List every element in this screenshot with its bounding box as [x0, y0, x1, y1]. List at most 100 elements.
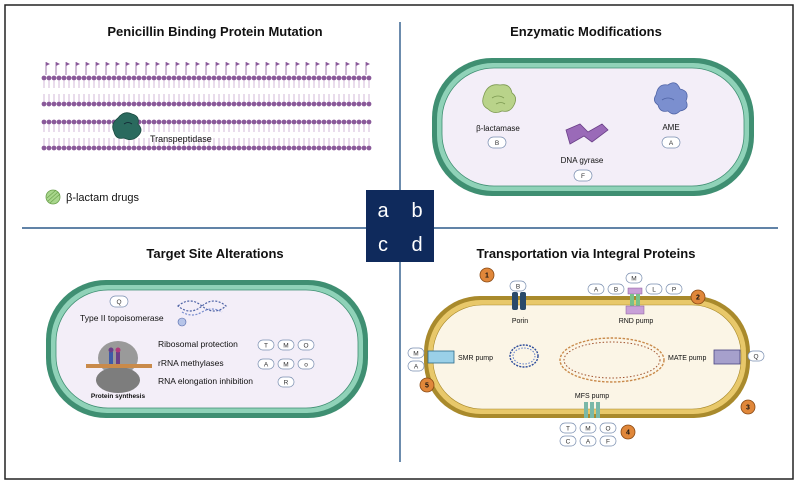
tag-text: O	[605, 426, 610, 433]
tag-text: T	[566, 426, 570, 433]
transpeptidase-icon	[112, 112, 142, 140]
mfs-tag: M	[579, 422, 597, 434]
porin-icon	[512, 292, 526, 310]
tag-text: Q	[753, 354, 758, 361]
tag-text: A	[586, 439, 591, 446]
tag: A	[257, 358, 275, 370]
tag-text: T	[264, 343, 268, 350]
rnd-pump-icon	[625, 287, 645, 315]
ribosome-icon	[86, 341, 152, 393]
mate-pump-icon	[713, 349, 741, 365]
letter-a: a	[377, 200, 389, 222]
tag: M	[277, 358, 295, 370]
letter-b: b	[411, 200, 422, 222]
smr-pump-icon	[427, 350, 455, 364]
porin-tag: B	[509, 280, 527, 292]
marker-text: 2	[696, 295, 700, 302]
topoisomerase-tag: Q	[109, 295, 129, 308]
marker-text: 1	[485, 273, 489, 280]
phospholipid-bilayer	[41, 62, 372, 151]
letter-d: d	[411, 234, 422, 256]
ribosomal-protection-label: Ribosomal protection	[158, 339, 238, 349]
mfs-tag: A	[579, 435, 597, 447]
tag-text: C	[566, 439, 571, 446]
smr-tag: M	[407, 347, 425, 359]
rnd-pump-label: RND pump	[619, 318, 654, 325]
mfs-pump-label: MFS pump	[575, 393, 609, 400]
mfs-tag: O	[599, 422, 617, 434]
tag: T	[257, 339, 275, 351]
panel-a-title: Penicillin Binding Protein Mutation	[107, 24, 322, 39]
mate-tag: Q	[747, 350, 765, 362]
dna-gyrase-icon	[565, 123, 609, 145]
chromosome-icon	[559, 337, 665, 383]
tag-text: B	[516, 284, 520, 291]
protein-synthesis-label: Protein synthesis	[91, 393, 146, 400]
panel-a: Penicillin Binding Protein Mutation Tran…	[41, 24, 372, 205]
rnd-tag: P	[665, 283, 683, 295]
tag-text: Q	[116, 299, 121, 306]
tag-text: M	[631, 276, 636, 283]
tag: o	[297, 358, 315, 370]
beta-lactamase-icon	[482, 84, 516, 113]
panel-c: Target Site Alterations Q Type II topois…	[46, 246, 368, 418]
panel-d: Transportation via Integral Proteins B P…	[407, 246, 765, 447]
tag-text: M	[283, 362, 288, 369]
transpeptidase-label: Transpeptidase	[150, 134, 212, 144]
ame-label: AME	[662, 123, 679, 132]
tag-text: A	[414, 364, 419, 371]
tag-text: P	[672, 287, 676, 294]
tag-text: B	[614, 287, 618, 294]
panel-b: Enzymatic Modifications β-lactamase B DN…	[432, 24, 754, 196]
rnd-tag: A	[587, 283, 605, 295]
dna-gyrase-label: DNA gyrase	[561, 156, 604, 165]
tag-text: R	[284, 380, 289, 387]
ame-tag: A	[661, 136, 681, 149]
topoisomerase-dna-icon	[177, 300, 227, 327]
tag-text: F	[581, 173, 585, 180]
rnd-tag: L	[645, 283, 663, 295]
marker-text: 3	[746, 405, 750, 412]
number-marker-4: 4	[620, 424, 636, 440]
tag-text: M	[413, 351, 418, 358]
rnd-tag: M	[625, 272, 643, 284]
topoisomerase-label: Type II topoisomerase	[80, 313, 164, 323]
tag-text: L	[652, 287, 656, 294]
tag-text: B	[495, 140, 499, 147]
rrna-methylases-label: rRNA methylases	[158, 358, 224, 368]
tag-text: A	[669, 140, 674, 147]
tag-text: A	[264, 362, 269, 369]
tag: R	[277, 376, 295, 388]
mate-pump-label: MATE pump	[668, 355, 706, 362]
panel-d-title: Transportation via Integral Proteins	[477, 246, 696, 261]
marker-text: 5	[425, 383, 429, 390]
tag-text: M	[585, 426, 590, 433]
letter-c: c	[378, 234, 388, 256]
number-marker-3: 3	[740, 399, 756, 415]
tag-text: O	[303, 343, 308, 350]
panel-b-title: Enzymatic Modifications	[510, 24, 662, 39]
smr-pump-label: SMR pump	[458, 355, 493, 362]
number-marker-2: 2	[690, 289, 706, 305]
mfs-tag: F	[599, 435, 617, 447]
mfs-tag: T	[559, 422, 577, 434]
beta-lactamase-tag: B	[487, 136, 507, 149]
panel-c-title: Target Site Alterations	[146, 246, 283, 261]
plasmid-icon	[509, 344, 539, 368]
smr-tag: A	[407, 360, 425, 372]
mfs-pump-icon	[584, 402, 600, 418]
tag-text: o	[304, 362, 308, 369]
tag: M	[277, 339, 295, 351]
ame-icon	[654, 82, 688, 115]
beta-lactam-legend: β-lactam drugs	[66, 192, 139, 204]
tag-text: A	[594, 287, 599, 294]
beta-lactamase-label: β-lactamase	[476, 124, 520, 133]
porin-label: Porin	[512, 318, 528, 325]
mfs-tag: C	[559, 435, 577, 447]
dna-gyrase-tag: F	[573, 169, 593, 182]
number-marker-5: 5	[419, 377, 435, 393]
beta-lactam-drug-icon	[45, 189, 61, 205]
marker-text: 4	[626, 430, 630, 437]
